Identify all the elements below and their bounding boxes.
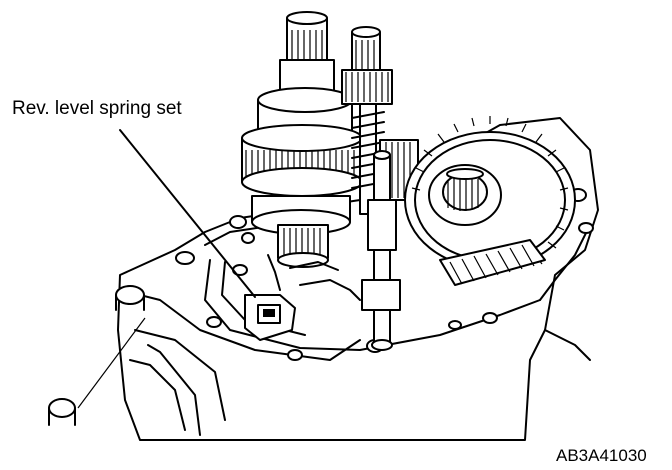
mainshaft-assembly [241,11,363,268]
spring-coil [351,111,385,189]
leader-lines [77,129,256,409]
gear-teeth-main [245,150,355,182]
differential-ring-gear [404,116,576,286]
rev-lever-spring-set [244,254,361,341]
bolt-bosses [48,188,594,426]
shift-rod [361,150,401,351]
callout-leader [119,129,256,298]
callout-label-rev-lever-spring-set: Rev. level spring set [12,98,182,119]
figure-code: AB3A41030 [556,446,647,465]
